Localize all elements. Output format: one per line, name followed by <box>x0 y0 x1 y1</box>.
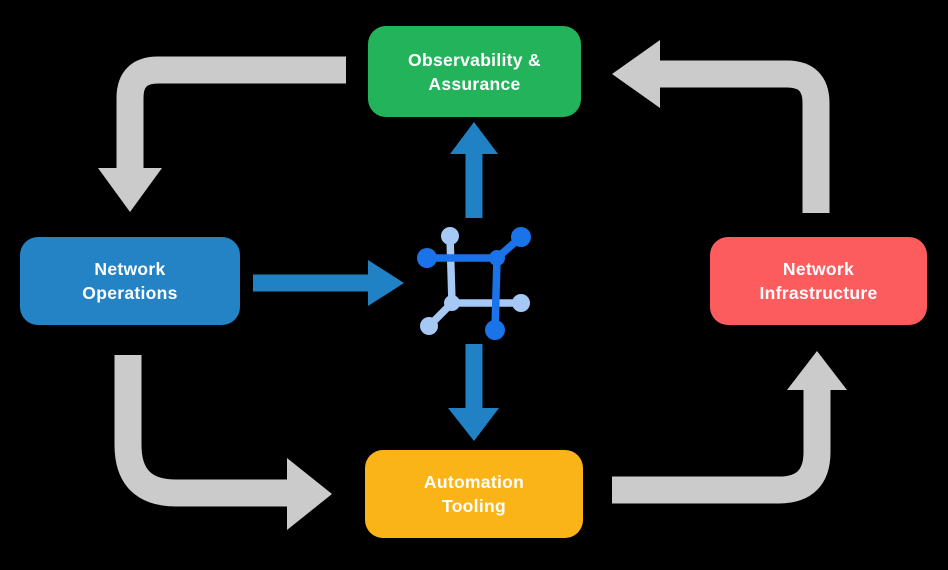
node-label-line: Operations <box>82 283 178 303</box>
node-label-line: Network <box>94 259 166 279</box>
flow-arrow-right-icon <box>253 260 404 306</box>
node-network-operations: Network Operations <box>20 237 240 325</box>
node-label-line: Automation <box>423 472 525 492</box>
node-label-line: Infrastructure <box>759 283 878 303</box>
node-network-infrastructure: Network Infrastructure <box>710 237 927 325</box>
node-label-line: Assurance <box>428 73 521 94</box>
cycle-arrow-bottom-left-icon <box>114 355 332 530</box>
node-label-line: Tooling <box>442 496 506 516</box>
node-label-line: Network <box>782 259 855 279</box>
network-fabric-icon <box>417 227 531 340</box>
node-automation-tooling: Automation Tooling <box>365 450 583 538</box>
cycle-arrow-bottom-right-icon <box>612 351 847 504</box>
flow-arrow-up-icon <box>450 122 498 218</box>
node-observability-assurance: Observability & Assurance <box>368 26 581 117</box>
cycle-arrow-top-left-icon <box>98 56 346 212</box>
node-label-line: Observability & <box>408 49 541 70</box>
cycle-arrow-top-right-icon <box>612 40 830 213</box>
flow-arrow-down-icon <box>448 344 499 441</box>
